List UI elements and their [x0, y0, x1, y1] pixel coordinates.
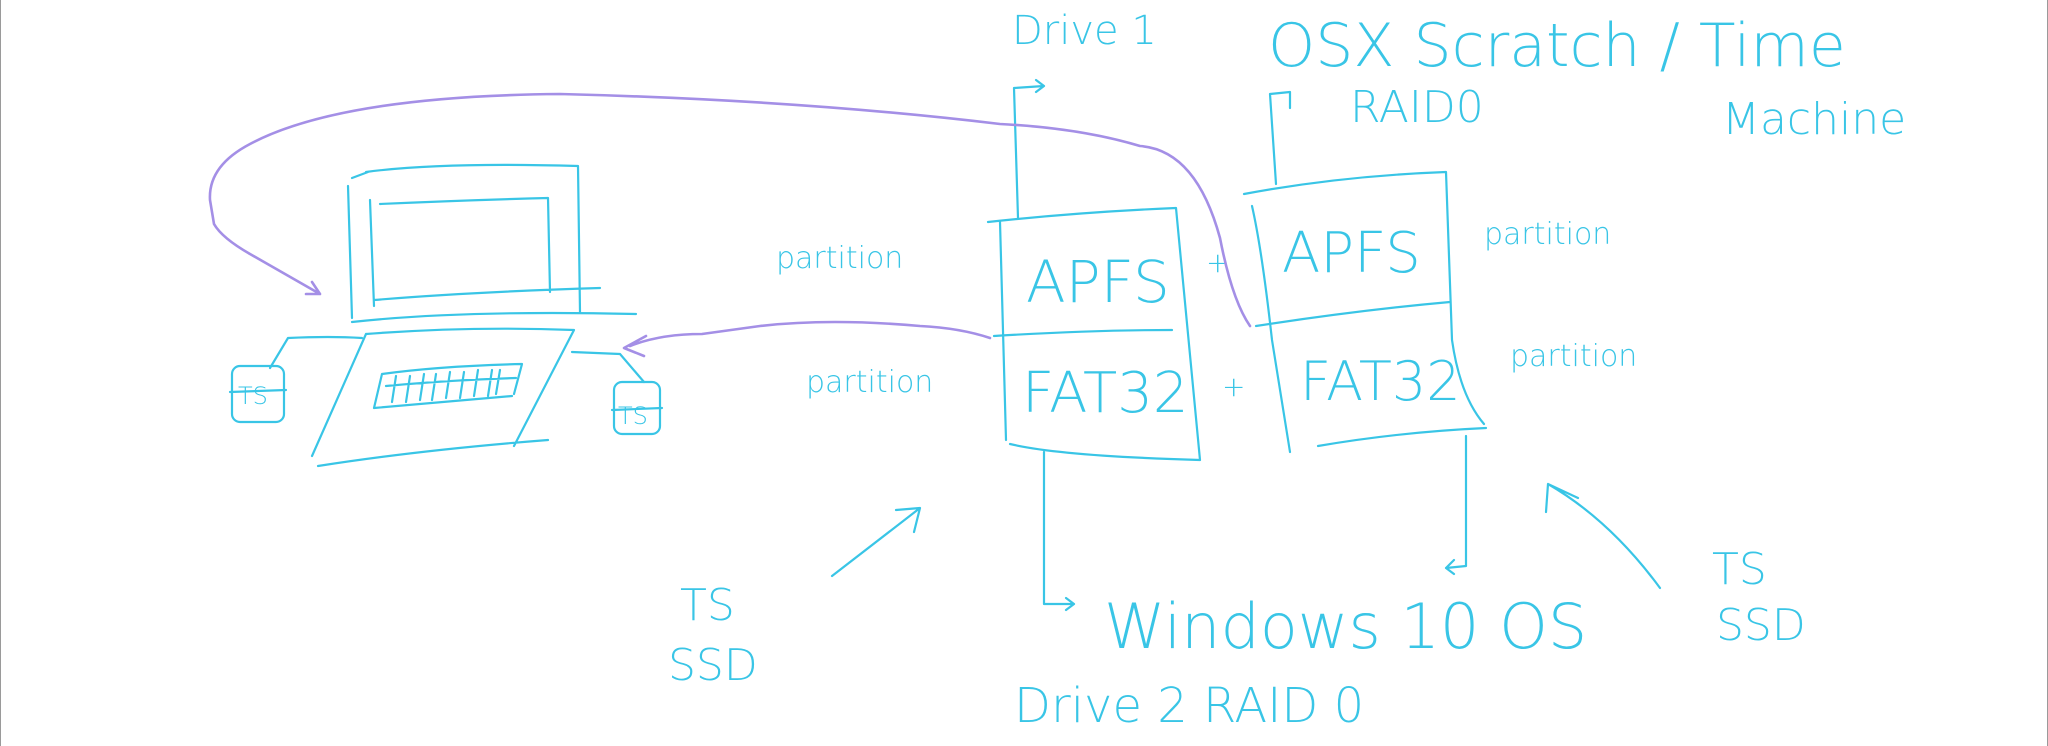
drive1-bottom-partition-text: FAT32	[1022, 361, 1189, 426]
ssd-left-arrow	[830, 506, 922, 578]
laptop-left-port-box	[230, 364, 286, 424]
port-strike-lines	[228, 388, 664, 412]
bottom-caption-drive: Drive 2 RAID 0	[1014, 678, 1364, 734]
drive2-bottom-pointer	[1444, 434, 1468, 576]
drive1-title: Drive 1	[1012, 8, 1157, 54]
top-caption-raid: RAID0	[1350, 82, 1484, 133]
laptop-keyboard-base	[310, 327, 576, 468]
ssd-label-right-line2: SSD	[1716, 600, 1806, 651]
drive2-divider	[1254, 300, 1452, 328]
laptop-sketch: TS TS	[228, 163, 664, 468]
drive1-top-partition-text: APFS	[1026, 248, 1170, 316]
laptop-screen-outer	[346, 163, 582, 320]
purple-link-drive2-to-laptop	[208, 92, 1252, 328]
bottom-caption-os: Windows 10 OS	[1104, 590, 1587, 663]
laptop-right-cable	[570, 350, 646, 384]
drive1-divider	[992, 328, 1174, 338]
top-caption-line1: OSX Scratch / Time	[1268, 11, 1846, 81]
laptop-keyboard-keys	[372, 362, 524, 410]
top-caption-line2: Machine	[1722, 94, 1906, 145]
left-frame-edge	[0, 0, 1, 746]
laptop-right-port-label: TS	[618, 402, 648, 430]
drive2-partition-label-bottom: partition	[1510, 339, 1637, 374]
laptop-left-port-label: TS	[238, 382, 268, 410]
drive1-partition-label-bottom: partition	[806, 365, 933, 400]
drive2-partition-label-top: partition	[1484, 217, 1611, 252]
ssd-label-left-line2: SSD	[668, 640, 758, 691]
purple-link-drive1-to-laptop	[622, 320, 992, 358]
ssd-label-left-line1: TS	[680, 580, 735, 631]
drive2-box	[1242, 170, 1488, 454]
drive2-top-pointer	[1268, 90, 1292, 186]
drive1-sketch: Drive 1 APFS FAT32 partition partition	[776, 8, 1202, 612]
laptop-screen-inner	[368, 196, 602, 308]
ssd-label-right-line1: TS	[1712, 544, 1767, 595]
laptop-left-cable	[268, 335, 364, 370]
drive2-bottom-partition-text: FAT32	[1300, 350, 1461, 413]
ssd-right-arrow	[1544, 482, 1662, 590]
drive1-box	[986, 206, 1202, 462]
drive2-top-partition-text: APFS	[1282, 221, 1421, 286]
drive1-bottom-pointer	[1042, 450, 1076, 612]
plus-sign-bottom: +	[1222, 370, 1245, 403]
laptop-hinge-line	[350, 311, 638, 324]
drive1-partition-label-top: partition	[776, 241, 903, 276]
drive1-top-pointer	[1012, 78, 1046, 220]
drive2-sketch: APFS FAT32 partition partition	[1242, 90, 1637, 576]
